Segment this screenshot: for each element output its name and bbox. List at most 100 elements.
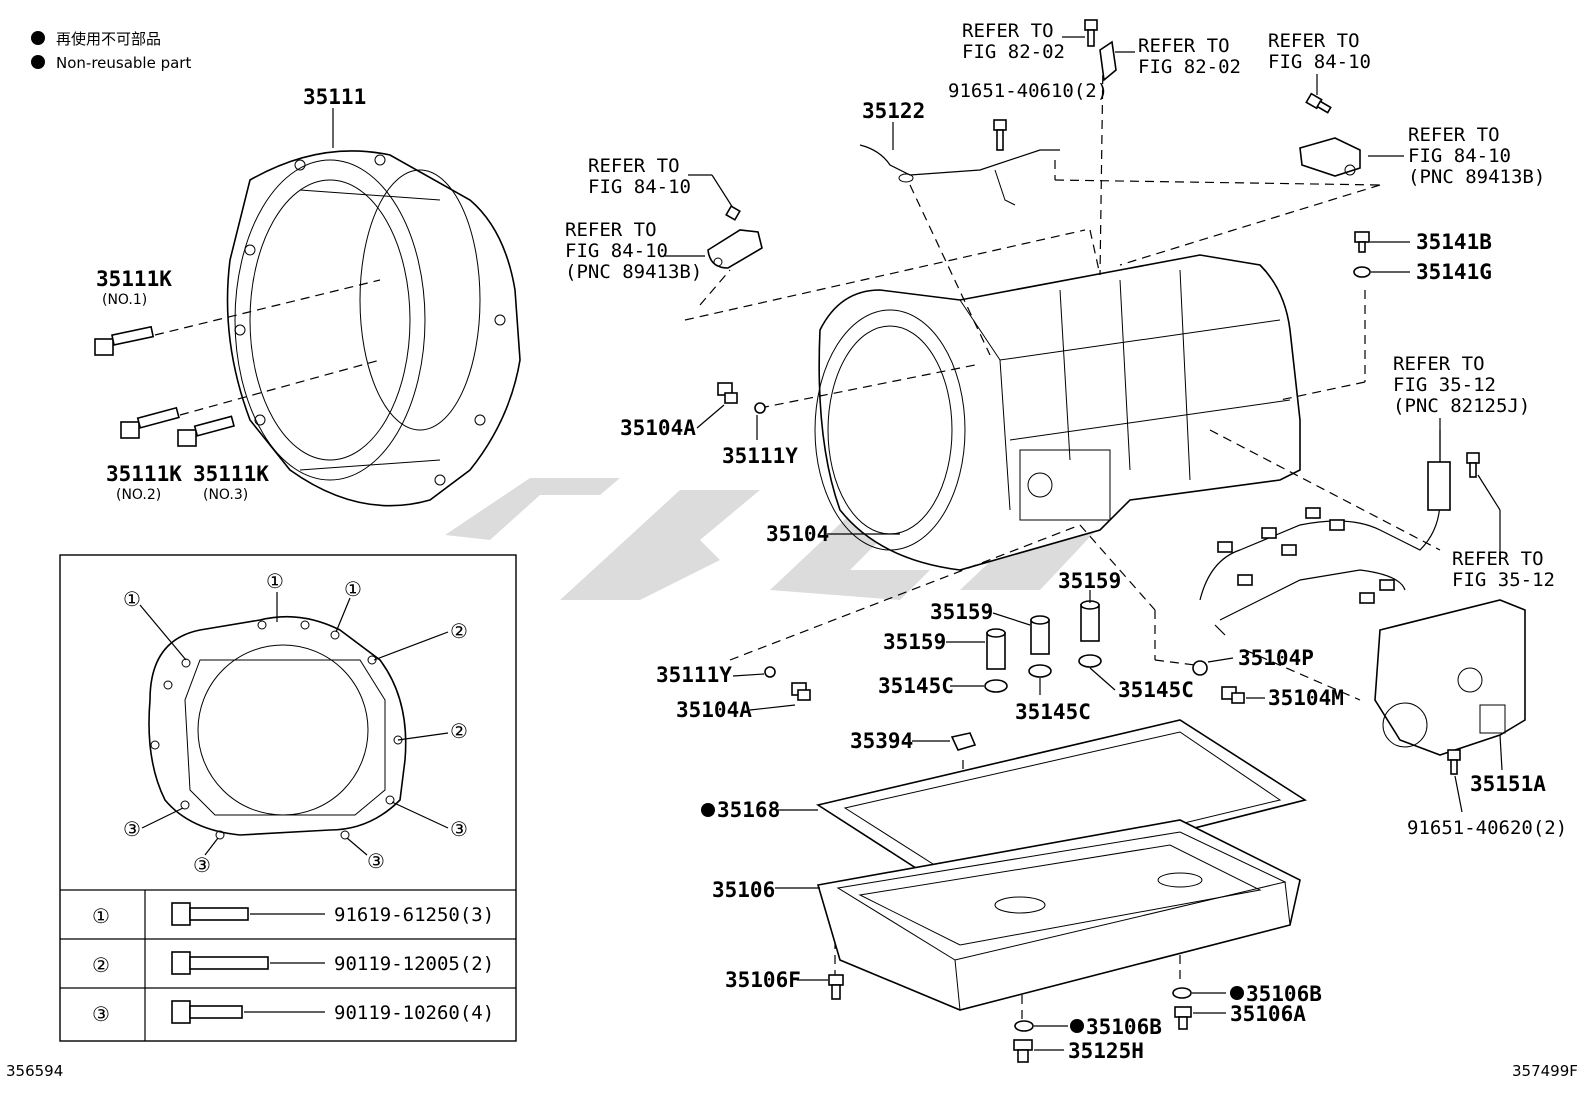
oil-tube-35122	[859, 144, 1060, 206]
label-35111k-no2-sub: (NO.2)	[116, 487, 161, 503]
marker-1: ①	[344, 577, 362, 601]
legend-dot-icon	[31, 31, 45, 45]
table-row-key: ②	[92, 953, 110, 977]
label-35106b-bottom: 35106B	[1086, 1015, 1162, 1039]
washer-35145c-c	[1078, 654, 1102, 668]
washer-35106b-bottom	[1014, 1020, 1034, 1032]
plug-35106a	[1174, 1006, 1192, 1030]
ref-84-10-sensor-left-line2: FIG 84-10	[565, 240, 668, 262]
oring-35104p	[1192, 660, 1208, 676]
table-row-key: ③	[92, 1002, 110, 1026]
bolt-35111k-no3	[177, 415, 235, 447]
legend: 再使用不可部品 Non-reusable part	[31, 30, 191, 72]
bolt-35111k-no2	[120, 406, 180, 439]
ref-84-10-left-line2: FIG 84-10	[588, 176, 691, 198]
label-35111: 35111	[303, 85, 366, 109]
bolt-91651-40620	[1447, 749, 1461, 775]
label-35111k-no3: 35111K	[193, 462, 269, 486]
non-reusable-dot-icon	[701, 803, 715, 817]
ref-84-10-left-line1: REFER TO	[588, 155, 680, 177]
sleeve-35159-a	[986, 628, 1006, 670]
marker-3: ③	[367, 849, 385, 873]
ref-35-12-harness-line2: FIG 35-12	[1393, 374, 1496, 396]
bolt-35111k-no1	[94, 325, 155, 356]
transmission-case-drawing	[814, 254, 1301, 571]
ref-35-12-harness-line1: REFER TO	[1393, 353, 1485, 375]
ref-82-02-a-line1: REFER TO	[962, 20, 1054, 42]
label-35159-a: 35159	[1058, 569, 1121, 593]
plug-35104m	[1221, 686, 1245, 704]
washer-35106b-right	[1172, 987, 1192, 999]
table-row-part: 90119-12005(2)	[334, 953, 494, 975]
inset-markers: ① ① ① ② ② ③ ③ ③ ③	[123, 569, 468, 877]
table-row-part: 90119-10260(4)	[334, 1002, 494, 1024]
label-35125h: 35125H	[1068, 1039, 1144, 1063]
table-row-key: ①	[92, 904, 110, 928]
bell-housing-drawing	[226, 150, 521, 507]
label-91651-40610: 91651-40610(2)	[948, 80, 1108, 102]
oring-35111y-bottom	[764, 666, 776, 678]
footer-left-code: 356594	[6, 1062, 63, 1080]
ref-82-02-b-line2: FIG 82-02	[1138, 56, 1241, 78]
footer-right-code: 357499F	[1512, 1062, 1578, 1080]
label-35394: 35394	[850, 729, 913, 753]
bolt-35141b	[1354, 231, 1370, 253]
ref-35-12-bolt-line2: FIG 35-12	[1452, 569, 1555, 591]
non-reusable-dot-icon	[1230, 986, 1244, 1000]
label-35111y-top: 35111Y	[722, 444, 798, 468]
speed-sensor-right	[1299, 137, 1361, 177]
marker-1: ①	[123, 587, 141, 611]
label-35159-b: 35159	[930, 600, 993, 624]
bolt-35106f	[828, 974, 844, 1000]
label-35111k-no3-sub: (NO.3)	[203, 487, 248, 503]
ref-84-10-right-line2: FIG 84-10	[1268, 51, 1371, 73]
speed-sensor-left	[707, 229, 763, 269]
wire-harness	[1199, 430, 1451, 636]
label-35111k-no1: 35111K	[96, 267, 172, 291]
label-35122: 35122	[862, 99, 925, 123]
ref-35-12-harness-line3: (PNC 82125J)	[1393, 395, 1530, 417]
table-row-part: 91619-61250(3)	[334, 904, 494, 926]
label-35168: 35168	[717, 798, 780, 822]
label-35159-c: 35159	[883, 630, 946, 654]
ref-84-10-sensor-right-line1: REFER TO	[1408, 124, 1500, 146]
ref-82-02-b-line1: REFER TO	[1138, 35, 1230, 57]
label-35141b: 35141B	[1416, 230, 1492, 254]
ref-82-02-a-line2: FIG 82-02	[962, 41, 1065, 63]
oil-pan-35106	[816, 819, 1301, 1011]
plug-35104a-top	[717, 382, 738, 404]
sleeve-35159-b	[1030, 615, 1050, 655]
label-35111y-bottom: 35111Y	[656, 663, 732, 687]
marker-3: ③	[123, 817, 141, 841]
ref-84-10-sensor-left-line1: REFER TO	[565, 219, 657, 241]
washer-35145c-b	[1028, 664, 1052, 678]
plug-35125h	[1013, 1039, 1033, 1063]
label-35111k-no2: 35111K	[106, 462, 182, 486]
ref-84-10-sensor-left-line3: (PNC 89413B)	[565, 261, 702, 283]
label-35145c-c: 35145C	[1118, 678, 1194, 702]
label-35104a-bottom: 35104A	[676, 698, 752, 722]
ref-35-12-bolt-line1: REFER TO	[1452, 548, 1544, 570]
non-reusable-dot-icon	[1070, 1019, 1084, 1033]
label-35151a: 35151A	[1470, 772, 1546, 796]
gasket-35168	[815, 719, 1307, 891]
label-35145c-a: 35145C	[878, 674, 954, 698]
legend-dot-icon	[31, 55, 45, 69]
inset-table: ① 91619-61250(3) ② 90119-12005(2) ③ 9011…	[92, 902, 494, 1026]
bolt-icon	[1084, 19, 1098, 47]
label-35106a: 35106A	[1230, 1002, 1306, 1026]
oring-35111y-top	[754, 402, 766, 414]
label-35106: 35106	[712, 878, 775, 902]
legend-line2: Non-reusable part	[56, 54, 191, 72]
label-35104p: 35104P	[1238, 646, 1314, 670]
marker-3: ③	[450, 817, 468, 841]
marker-2: ②	[450, 619, 468, 643]
label-35106f: 35106F	[725, 968, 801, 992]
label-35141g: 35141G	[1416, 260, 1492, 284]
bolt-icon	[1305, 92, 1332, 114]
cover-35151a	[1374, 599, 1526, 756]
inset-panel	[59, 554, 517, 1042]
marker-1: ①	[266, 569, 284, 593]
marker-3: ③	[193, 853, 211, 877]
